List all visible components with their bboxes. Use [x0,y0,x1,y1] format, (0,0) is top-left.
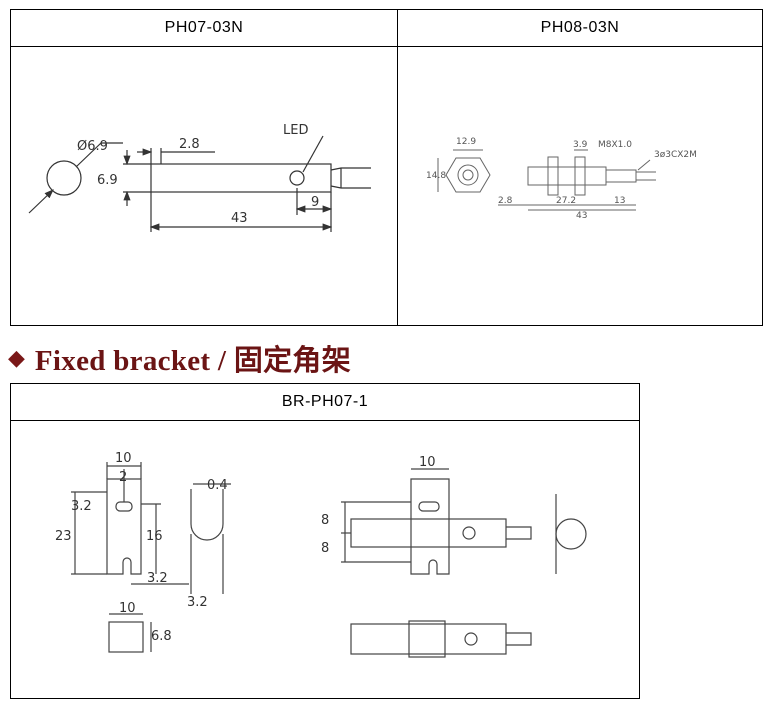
bracket-side-view [190,489,224,541]
panel-title-ph07: PH07-03N [11,10,397,47]
label-length: 43 [231,211,248,226]
section-heading: ◆ Fixed bracket / 固定角架 [8,338,351,378]
sensor-body [150,163,332,193]
drawing-ph07: Ø6.9 2.8 6.9 LED 9 43 [28,123,371,232]
led-window [289,170,305,186]
label-length-ph08: 43 [576,211,587,221]
panel-bracket: BR-PH07-1 [10,383,640,699]
drawing-ph08: 12.9 14.8 3.9 M8X1.0 3ø3CX2M 2.8 27.2 13… [426,137,697,221]
bracket-front-view [106,478,142,575]
label-d8-a: 8 [321,513,329,528]
label-gap32: 3.2 [147,571,168,586]
label-r32: 3.2 [187,595,208,610]
label-h68: 6.8 [151,629,172,644]
label-w10-c: 10 [419,455,436,470]
label-diameter: Ø6.9 [77,139,108,154]
drawing-bracket: 10 2 3.2 23 16 3.2 0.4 3.2 10 6.8 10 8 8 [55,451,587,658]
assembly-sensor-body [350,518,507,548]
assembly-bottom-view [350,623,507,655]
label-led: LED [283,123,308,138]
label-cable: 3ø3CX2M [654,150,697,160]
label-slot32: 3.2 [71,499,92,514]
section-title: Fixed bracket / 固定角架 [34,345,352,377]
label-height: 6.9 [97,173,118,188]
label-h23: 23 [55,529,72,544]
bracket-top-view [108,621,144,653]
label-w10-b: 10 [119,601,136,616]
label-t04: 0.4 [207,478,228,493]
label-nut: 3.9 [573,140,588,150]
label-d8-b: 8 [321,541,329,556]
label-body: 27.2 [556,196,576,206]
hex-nut-view [445,157,491,193]
label-hex: 12.9 [456,137,476,147]
sensor-threaded-body [527,166,607,186]
sensor-end-view [46,160,82,196]
label-front: 2.8 [498,196,513,206]
panel-title-ph08: PH08-03N [398,10,762,47]
label-tail: 13 [614,196,625,206]
label-w10-a: 10 [115,451,132,466]
panel-title-bracket: BR-PH07-1 [11,384,639,421]
label-offset: 2.8 [179,137,200,152]
panel-ph07: PH07-03N [10,9,398,326]
label-h16: 16 [146,529,163,544]
panel-ph08: PH08-03N 12.9 14.8 3.9 M8X1.0 3ø3CX2M [397,9,763,326]
label-led-dist: 9 [311,195,319,210]
label-thread: M8X1.0 [598,140,632,150]
diamond-icon: ◆ [8,345,25,370]
label-slot2: 2 [119,470,127,485]
label-hex-h: 14.8 [426,171,446,181]
